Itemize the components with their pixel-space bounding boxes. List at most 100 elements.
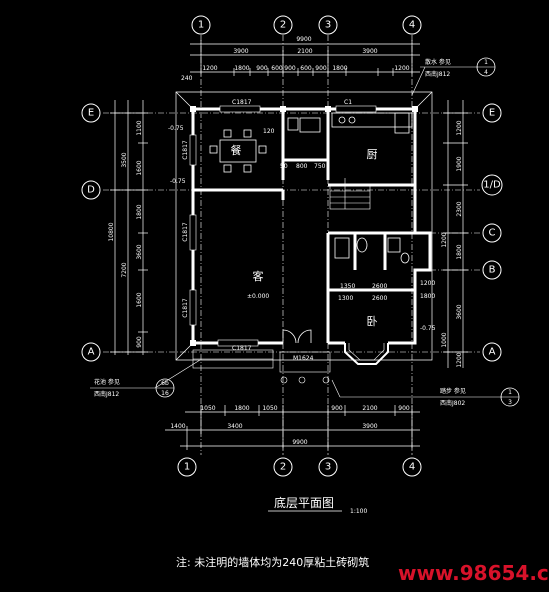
windows xyxy=(189,105,377,347)
dim-left-5: 1800 xyxy=(136,204,143,219)
dim-label: 1200 xyxy=(420,280,435,287)
level-label: -0.75 xyxy=(168,125,184,132)
dim-right-1: 1200 xyxy=(456,120,463,135)
ref-text: 踏步 参见 xyxy=(440,387,466,395)
axis-bubble-left-D: D xyxy=(81,180,101,200)
bay-window xyxy=(344,343,389,365)
axis-bubble-top-1: 1 xyxy=(191,15,211,35)
dim-label: 50 xyxy=(280,163,288,170)
dim-label: 750 xyxy=(314,163,326,170)
dim-bottom-r2-3: 3900 xyxy=(362,423,377,430)
axis-bubble-right-E: E xyxy=(482,103,502,123)
dim-bottom-overall: 9900 xyxy=(292,439,307,446)
dim-top-overall: 9900 xyxy=(296,36,311,43)
right-dimensions xyxy=(443,100,468,368)
dim-label: 2600 xyxy=(372,295,387,302)
dim-left-2: 3500 xyxy=(121,152,128,167)
ref-text: 散水 参见 xyxy=(425,58,451,66)
drawing-scale: 1:100 xyxy=(350,508,367,515)
ref-callout-top-right: 散水 参见 西南J812 1 4 xyxy=(411,57,496,96)
dim-bottom-r1-2: 1800 xyxy=(234,405,249,412)
bay-window-inner xyxy=(348,343,385,361)
dim-top-1: 3900 xyxy=(233,48,248,55)
axis-label: A xyxy=(489,347,496,358)
ref-num: 1 xyxy=(484,59,488,66)
dim-label: 1350 xyxy=(340,283,355,290)
axis-bubble-right-B: B xyxy=(482,260,502,280)
axis-bubble-top-4: 4 xyxy=(402,15,422,35)
room-living-label: 客 xyxy=(253,269,264,283)
dim-label: 2600 xyxy=(372,283,387,290)
staircase xyxy=(329,178,371,210)
level-label: -0.75 xyxy=(420,325,436,332)
utility-fixtures xyxy=(287,117,321,133)
dim-label: 1800 xyxy=(420,293,435,300)
axis-label: 2 xyxy=(280,462,286,473)
dim-left-9: 900 xyxy=(136,336,143,348)
axis-bubble-right-A: A xyxy=(482,342,502,362)
axis-label: 1 xyxy=(184,462,190,473)
main-door xyxy=(282,329,312,344)
dim-top-r2-8: 1800 xyxy=(332,65,347,72)
ref-text: 西南J812 xyxy=(425,70,450,78)
dim-bottom-r2-2: 3400 xyxy=(227,423,242,430)
window-label: C1817 xyxy=(232,99,252,106)
dining-table xyxy=(209,129,267,173)
axis-label: 1/D xyxy=(483,180,501,191)
axis-bubble-left-A: A xyxy=(81,342,101,362)
dim-top-240: 240 xyxy=(181,75,193,82)
axis-bubble-left-E: E xyxy=(81,103,101,123)
dim-top-r2-5: 900 xyxy=(284,65,296,72)
top-dimensions xyxy=(190,40,420,76)
axis-label: E xyxy=(88,108,94,119)
window-label: C1817 xyxy=(232,345,252,352)
bathroom-fixtures xyxy=(334,237,410,264)
axis-bubble-bottom-2: 2 xyxy=(273,457,293,477)
dim-top-r2-1: 1200 xyxy=(202,65,217,72)
watermark: www.98654.com xyxy=(398,561,549,585)
axis-label: 1 xyxy=(198,20,204,31)
drawing-title: 底层平面图 xyxy=(274,495,334,510)
axis-bubble-bottom-3: 3 xyxy=(318,457,338,477)
axis-label: D xyxy=(87,185,95,196)
level-label: ±0.000 xyxy=(247,293,269,300)
window-label: C1817 xyxy=(182,222,189,242)
dim-right-5: 1200 xyxy=(441,232,448,247)
axis-bubble-bottom-4: 4 xyxy=(402,457,422,477)
dim-bottom-r1-6: 900 xyxy=(398,405,410,412)
flower-bed xyxy=(192,349,274,369)
dim-bottom-r1-1: 1050 xyxy=(200,405,215,412)
dim-top-r2-7: 900 xyxy=(315,65,327,72)
dim-left-7: 3600 xyxy=(136,244,143,259)
axis-label: C xyxy=(489,228,496,239)
ref-callout-bottom-right: 踏步 参见 西南J802 1 3 xyxy=(331,379,520,407)
axis-bubble-right-C: C xyxy=(482,223,502,243)
dim-right-3: 2300 xyxy=(456,201,463,216)
ref-callout-bottom-left: 花池 参见 西南J812 6b 16 xyxy=(90,359,201,398)
axis-label: 2 xyxy=(280,20,286,31)
room-kitchen-label: 厨 xyxy=(367,148,378,161)
dim-bottom-r2-1: 1400 xyxy=(170,423,185,430)
dim-right-4: 1800 xyxy=(456,244,463,259)
axis-label: B xyxy=(489,265,496,276)
axis-lines xyxy=(103,35,480,455)
window-label: C1817 xyxy=(182,140,189,160)
axis-bubble-top-3: 3 xyxy=(318,15,338,35)
dim-right-6: 3600 xyxy=(456,304,463,319)
axis-label: E xyxy=(489,108,495,119)
dim-top-r2-4: 600 xyxy=(271,65,283,72)
dim-top-2: 2100 xyxy=(297,48,312,55)
columns xyxy=(190,106,418,346)
dim-top-r2-6: 600 xyxy=(300,65,312,72)
entry-step xyxy=(279,351,331,384)
kitchen-fixtures xyxy=(331,112,413,134)
dim-left-4: 10800 xyxy=(108,222,115,241)
dim-label: 1300 xyxy=(338,295,353,302)
dim-top-3: 3900 xyxy=(362,48,377,55)
room-dining-label: 餐 xyxy=(231,143,242,157)
ref-den: 3 xyxy=(508,399,512,406)
dim-right-8: 1200 xyxy=(456,352,463,367)
dim-bottom-r1-3: 1050 xyxy=(262,405,277,412)
ref-num: 6b xyxy=(161,380,169,387)
